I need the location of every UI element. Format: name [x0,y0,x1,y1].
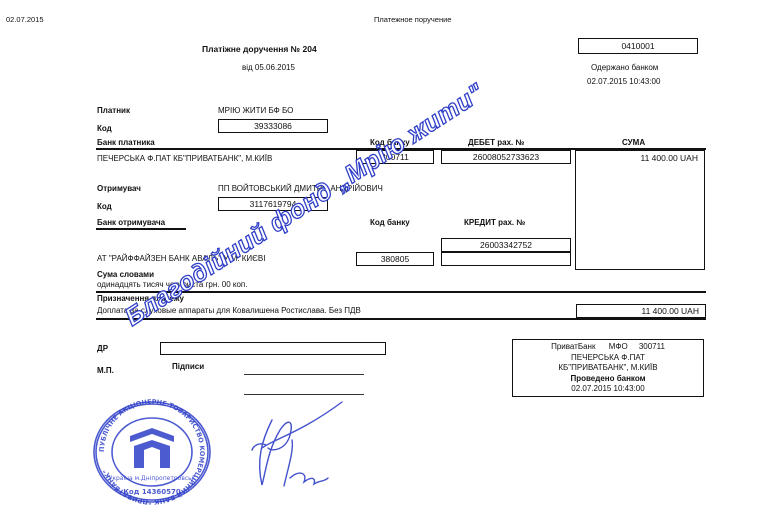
payer-bank-name: ПЕЧЕРСЬКА Ф.ПАТ КБ"ПРИВАТБАНК", М.КИЇВ [97,154,273,163]
document-title: Платіжне доручення № 204 [202,44,317,54]
bank-seal-icon: ПУБЛІЧНЕ АКЦІОНЕРНЕ ТОВАРИСТВО КОМЕРЦІЙН… [93,398,211,506]
signature-icon [251,401,343,487]
stamp-processed: Проведено банком [570,373,646,383]
payer-label: Платник [97,106,130,115]
debit-label: ДЕБЕТ рах. № [468,138,525,147]
recipient-bank-name: АТ "РАЙФФАЙЗЕН БАНК АВАЛЬ" У М. КИЄВІ [97,254,266,263]
dr-label: ДР [97,344,109,353]
seal-code-text: Код 14360570 [123,488,181,496]
recipient-code-box: 3117619794 [218,197,328,211]
form-code-box: 0410001 [578,38,698,54]
purpose-sum-box: 11 400.00 UAH [576,304,706,318]
signature-line-1 [244,374,364,375]
document-type: Платежное поручение [374,15,452,24]
payer-bank-code-label: Код банку [370,138,410,147]
payer-name: МРІЮ ЖИТИ БФ БО [218,106,294,115]
payer-code-label: Код [97,124,112,133]
stamp-mfo-label: МФО [608,342,628,351]
stamp-bank-full: КБ"ПРИВАТБАНК", М.КИЇВ [558,363,658,372]
received-datetime: 02.07.2015 10:43:00 [587,77,661,86]
recipient-bank-code-label: Код банку [370,218,410,227]
credit-account-box-2 [441,252,571,266]
bank-processed-stamp: ПриватБанк МФО 300711 ПЕЧЕРСЬКА Ф.ПАТ КБ… [512,339,704,397]
payer-code-box: 39333086 [218,119,328,133]
purpose-rule [96,318,706,320]
dr-box [160,342,386,355]
stamp-branch: ПЕЧЕРСЬКА Ф.ПАТ [571,352,645,362]
document-date: від 05.06.2015 [242,63,295,72]
amount-words-text: одинадцять тисяч чотириста грн. 00 коп. [97,280,248,289]
signatures-label: Підписи [172,362,205,371]
payer-bank-label: Банк платника [97,138,155,147]
stamp-bank-name: ПриватБанк [551,342,596,351]
payer-bank-rule [96,148,706,150]
charity-watermark: Благодійний фонд „Мрію жити" [119,78,489,332]
amount-rule [96,291,706,293]
received-label: Одержано банком [591,63,659,72]
amount-words-label: Сума словами [97,270,155,279]
signature-line-2 [244,394,364,395]
recipient-code-label: Код [97,202,112,211]
sum-box: 11 400.00 UAH [575,150,705,270]
recipient-label: Отримувач [97,184,141,193]
print-date: 02.07.2015 [6,15,44,24]
credit-account-box: 26003342752 [441,238,571,252]
stamp-processed-datetime: 02.07.2015 10:43:00 [571,384,645,393]
purpose-text: Доплата за слуховые аппараты для Ковалиш… [97,306,361,315]
purpose-label: Призначення платежу [97,294,185,303]
recipient-bank-code-box: 380805 [356,252,434,266]
recipient-bank-rule [96,228,186,230]
recipient-bank-label: Банк отримувача [97,218,166,227]
payer-bank-code-box: 300711 [356,150,434,164]
mp-label: М.П. [97,366,114,375]
stamp-mfo: 300711 [638,342,665,351]
seal-inner-text: Україна м.Дніпропетровськ [109,475,196,482]
debit-account-box: 26008052733623 [441,150,571,164]
sum-label: СУМА [622,138,646,147]
recipient-name: ПП ВОЙТОВСЬКИЙ ДМИТРО АНДРІЙОВИЧ [218,184,383,193]
credit-label: КРЕДИТ рах. № [464,218,526,227]
